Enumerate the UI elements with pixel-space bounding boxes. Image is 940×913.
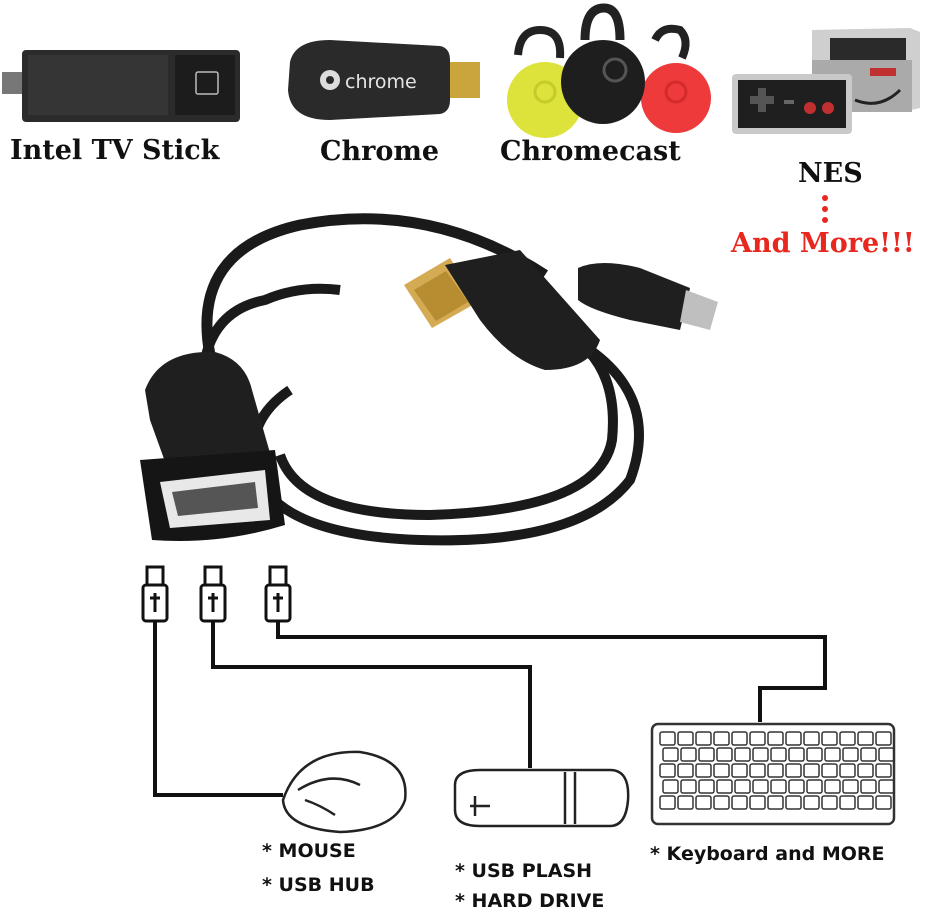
keyboard-key [878, 747, 895, 762]
usb-plug-icon [264, 565, 292, 623]
ellipsis-dots [822, 195, 828, 223]
keyboard-key [857, 731, 874, 746]
usb-plug-icon [199, 565, 227, 623]
keyboard-key [842, 747, 859, 762]
keyboard-key [749, 795, 766, 810]
chromecast-pucks-image [507, 3, 711, 138]
mouse-label: * MOUSE [262, 840, 356, 862]
keyboard-key [695, 731, 712, 746]
keyboard-key [713, 731, 730, 746]
keyboard-label: * Keyboard and MORE [650, 843, 885, 865]
keyboard-key [767, 763, 784, 778]
keyboard-key [839, 731, 856, 746]
keyboard-key [803, 795, 820, 810]
keyboard-key [788, 747, 805, 762]
keyboard-key [803, 763, 820, 778]
keyboard-key [677, 731, 694, 746]
mouse-icon [281, 750, 407, 834]
keyboard-key [698, 747, 715, 762]
keyboard-key [659, 763, 676, 778]
keyboard-key [875, 731, 892, 746]
keyboard-key [659, 795, 676, 810]
keyboard-key [785, 763, 802, 778]
keyboard-key [680, 779, 697, 794]
keyboard-key [749, 731, 766, 746]
keyboard-key [680, 747, 697, 762]
keyboard-key [875, 795, 892, 810]
keyboard-key [824, 779, 841, 794]
keyboard-key [785, 795, 802, 810]
connection-lines [153, 620, 827, 797]
nes-console-image [732, 28, 920, 134]
usb-flash-label: * USB PLASH [455, 860, 593, 882]
keyboard-key [677, 795, 694, 810]
keyboard-key [788, 779, 805, 794]
keyboard-key [875, 763, 892, 778]
chromecast-dongle-image: chrome [288, 40, 480, 120]
keyboard-key [677, 763, 694, 778]
keyboard-key [695, 795, 712, 810]
keyboard-key [803, 731, 820, 746]
usb-flash-drive-icon [453, 768, 630, 828]
keyboard-key [662, 747, 679, 762]
chrome-label: Chrome [320, 136, 440, 167]
usb-hub-label: * USB HUB [262, 874, 375, 896]
keyboard-key [842, 779, 859, 794]
usb-plug-icons [141, 565, 292, 623]
keyboard-key [731, 795, 748, 810]
keyboard-key [716, 779, 733, 794]
keyboard-key [770, 747, 787, 762]
keyboard-key [713, 795, 730, 810]
keyboard-key [821, 795, 838, 810]
keyboard-key [734, 779, 751, 794]
keyboard-key [752, 747, 769, 762]
usb-plug-icon [141, 565, 169, 623]
keyboard-key [698, 779, 715, 794]
keyboard-key [821, 731, 838, 746]
keyboard-key [839, 763, 856, 778]
keyboard-key [839, 795, 856, 810]
keyboard-key [785, 731, 802, 746]
keyboard-key [695, 763, 712, 778]
keyboard-key [857, 795, 874, 810]
keyboard-key [713, 763, 730, 778]
keyboard-key [860, 747, 877, 762]
keyboard-key [752, 779, 769, 794]
and-more-label: And More!!! [731, 228, 915, 259]
keyboard-key [716, 747, 733, 762]
keyboard-key [662, 779, 679, 794]
keyboard-key [857, 763, 874, 778]
keyboard-key [860, 779, 877, 794]
keyboard-key [731, 763, 748, 778]
keyboard-icon [650, 722, 896, 826]
intel-tv-stick-label: Intel TV Stick [10, 135, 220, 166]
otg-y-cable-image [140, 213, 718, 546]
keyboard-key [806, 779, 823, 794]
keyboard-key [770, 779, 787, 794]
keyboard-key [734, 747, 751, 762]
keyboard-key [821, 763, 838, 778]
keyboard-key [731, 731, 748, 746]
keyboard-key [749, 763, 766, 778]
keyboard-key [806, 747, 823, 762]
keyboard-key [824, 747, 841, 762]
hard-drive-label: * HARD DRIVE [455, 890, 605, 912]
chrome-logo-text: chrome [345, 71, 417, 93]
chromecast-label: Chromecast [500, 136, 681, 167]
keyboard-key [878, 779, 895, 794]
keyboard-key [767, 731, 784, 746]
keyboard-key [659, 731, 676, 746]
nes-label: NES [798, 158, 863, 189]
intel-tv-stick-image [2, 50, 240, 122]
keyboard-key [767, 795, 784, 810]
